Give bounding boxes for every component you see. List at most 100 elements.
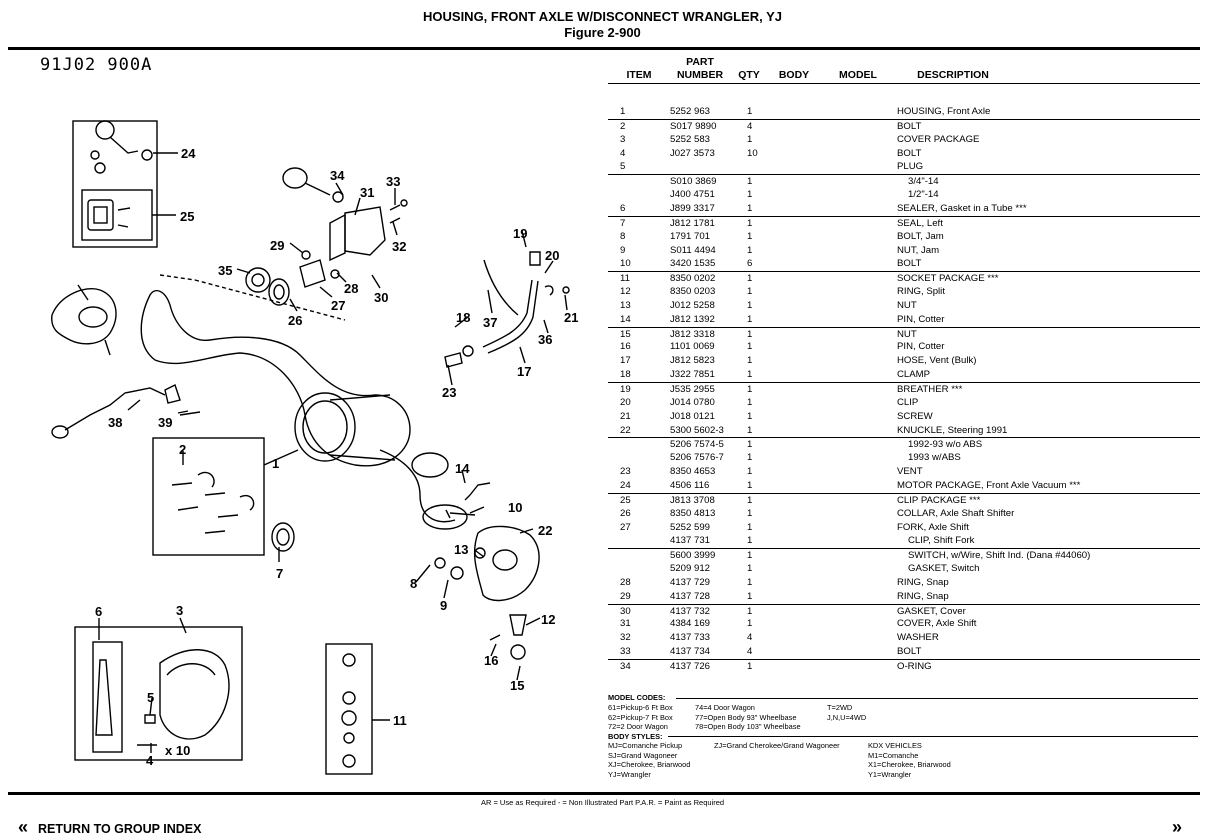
model-code: 74=4 Door Wagon <box>695 703 755 712</box>
row-part-number: 8350 4653 <box>670 466 716 478</box>
row-description: GASKET, Switch <box>908 563 980 575</box>
row-qty: 1 <box>747 494 753 506</box>
row-description: HOSE, Vent (Bulk) <box>897 355 977 367</box>
row-item: 13 <box>620 299 631 311</box>
row-part-number: 1791 701 <box>670 230 711 242</box>
callout-23: 23 <box>442 385 456 400</box>
row-description: SEALER, Gasket in a Tube *** <box>897 202 1027 214</box>
body-style: SJ=Grand Wagoneer <box>608 750 678 760</box>
row-part-number: 8350 4813 <box>670 507 716 519</box>
row-description: BOLT, Jam <box>897 230 944 242</box>
return-label: RETURN TO GROUP INDEX <box>38 822 202 836</box>
row-item: 8 <box>620 230 626 242</box>
row-item: 10 <box>620 258 631 270</box>
row-description: MOTOR PACKAGE, Front Axle Vacuum *** <box>897 479 1081 491</box>
row-qty: 1 <box>747 507 753 519</box>
table-row: 26 8350 4813 1 COLLAR, Axle Shaft Shifter <box>608 507 1200 521</box>
row-item: 26 <box>620 507 631 519</box>
body-styles-label: BODY STYLES: <box>608 731 663 741</box>
row-item: 16 <box>620 341 631 353</box>
callout-29: 29 <box>270 238 284 253</box>
row-item: 32 <box>620 632 631 644</box>
body-style: MJ=Comanche Pickup <box>608 741 683 750</box>
callout-24: 24 <box>181 146 196 161</box>
row-qty: 1 <box>747 535 753 547</box>
callout-10: 10 <box>508 500 522 515</box>
callout-31: 31 <box>360 185 374 200</box>
row-qty: 1 <box>747 396 753 408</box>
row-item: 15 <box>620 328 631 340</box>
row-qty: 1 <box>747 576 753 588</box>
callout-22: 22 <box>538 523 552 538</box>
col-qty: QTY <box>738 69 760 81</box>
row-qty: 1 <box>747 244 753 256</box>
row-qty: 1 <box>747 424 753 436</box>
row-qty: 1 <box>747 452 753 464</box>
row-part-number: J812 1781 <box>670 217 715 229</box>
callout-28: 28 <box>344 281 358 296</box>
row-qty: 1 <box>747 189 753 201</box>
row-item: 4 <box>620 147 626 159</box>
row-part-number: 4384 169 <box>670 618 711 630</box>
exploded-parts-diagram: 24 25 34 31 33 32 30 29 35 28 27 26 19 2… <box>51 120 578 775</box>
row-description: RING, Snap <box>897 590 949 602</box>
col-body: BODY <box>778 69 810 81</box>
row-description: SEAL, Left <box>897 217 943 229</box>
row-part-number: 8350 0202 <box>670 273 716 285</box>
callout-13: 13 <box>454 542 468 557</box>
callout-34: 34 <box>330 168 345 183</box>
row-description: CLAMP <box>897 369 931 381</box>
next-page-link[interactable]: » <box>1172 817 1182 838</box>
callout-26: 26 <box>288 313 302 328</box>
callout-25: 25 <box>180 209 194 224</box>
callout-20: 20 <box>545 248 559 263</box>
row-part-number: 5206 7574-5 <box>670 439 724 451</box>
row-item: 28 <box>620 576 631 588</box>
row-part-number: J899 3317 <box>670 202 715 214</box>
row-qty: 1 <box>747 355 753 367</box>
row-item: 12 <box>620 286 631 298</box>
row-description: SCREW <box>897 410 933 422</box>
row-description: SOCKET PACKAGE *** <box>897 273 999 285</box>
row-item: 27 <box>620 521 631 533</box>
col-model: MODEL <box>839 69 877 81</box>
callout-19: 19 <box>513 226 527 241</box>
col-item: ITEM <box>626 69 652 81</box>
row-qty: 1 <box>747 299 753 311</box>
row-part-number: 5252 963 <box>670 106 711 117</box>
model-code: 62=Pickup-7 Ft Box <box>608 712 673 722</box>
row-item: 34 <box>620 661 631 672</box>
model-code: 77=Open Body 93" Wheelbase <box>695 712 797 722</box>
row-description: COLLAR, Axle Shaft Shifter <box>897 507 1015 519</box>
row-description: PIN, Cotter <box>897 313 945 325</box>
row-part-number: J014 0780 <box>670 396 715 408</box>
row-qty: 1 <box>747 133 753 145</box>
callout-36: 36 <box>538 332 552 347</box>
row-description: 1/2"-14 <box>908 189 939 201</box>
callout-39: 39 <box>158 415 172 430</box>
callout-38: 38 <box>108 415 122 430</box>
model-code: 78=Open Body 103" Wheelbase <box>695 722 801 731</box>
return-to-group-index-link[interactable]: «RETURN TO GROUP INDEX <box>18 817 201 838</box>
row-description: FORK, Axle Shift <box>897 521 969 533</box>
row-part-number: J812 5823 <box>670 355 715 367</box>
row-qty: 1 <box>747 313 753 325</box>
row-qty: 1 <box>747 521 753 533</box>
callout-18: 18 <box>456 310 470 325</box>
row-qty: 10 <box>747 147 758 159</box>
row-part-number: 4137 733 <box>670 632 711 644</box>
row-description: KNUCKLE, Steering 1991 <box>897 424 1008 436</box>
